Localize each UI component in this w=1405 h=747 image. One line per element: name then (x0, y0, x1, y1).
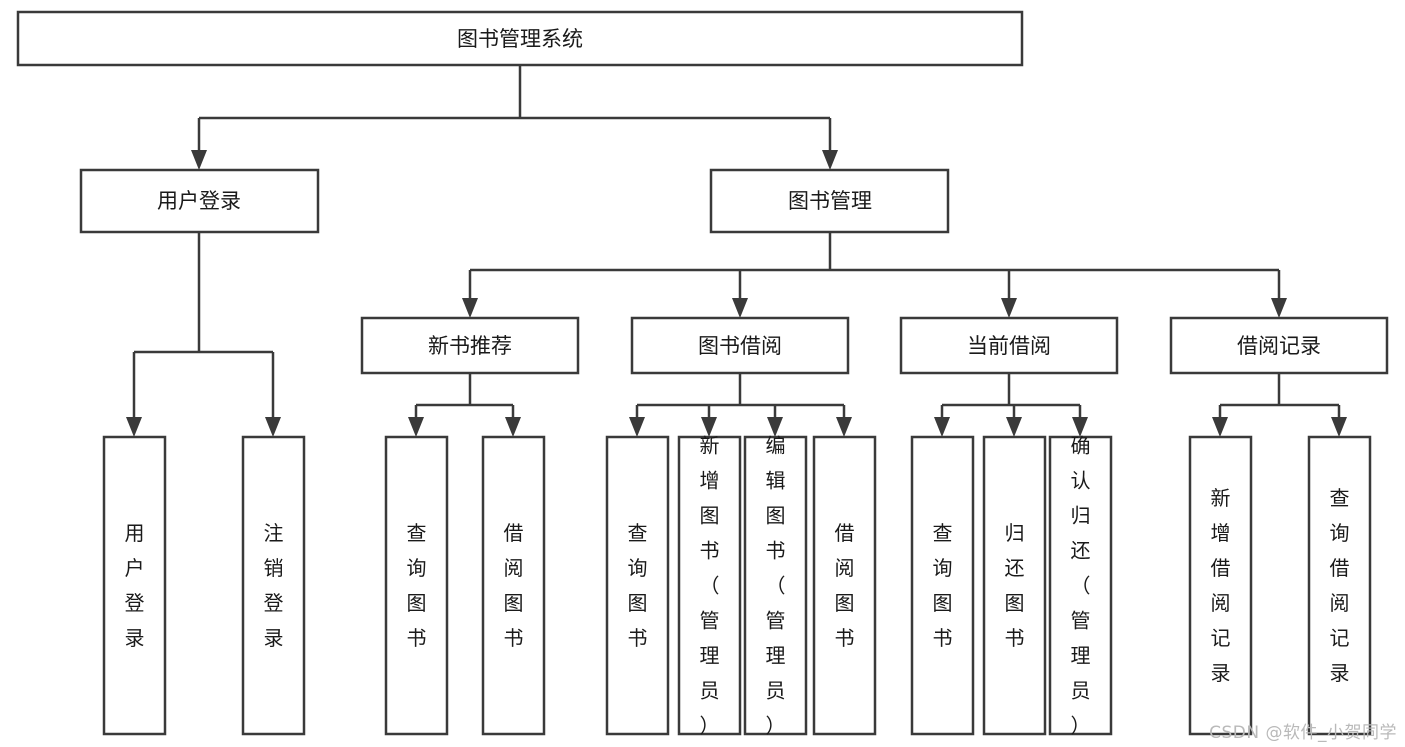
node-leaf-query-book-2-label: 查询图书 (628, 521, 648, 650)
arrow-head-leaf-logout-login (265, 417, 281, 437)
node-book-borrow-box[interactable] (630, 316, 850, 375)
node-book-manage-label: 图书管理 (788, 189, 872, 213)
node-leaf-borrow-book-2-label: 借阅图书 (835, 521, 855, 650)
node-leaf-edit-book-label: 编辑图书（管理员） (766, 434, 786, 738)
node-leaf-return-book-label: 归还图书 (1005, 521, 1025, 650)
node-leaf-add-borrow-record[interactable]: 新增借阅记录 (1188, 435, 1253, 736)
node-leaf-edit-book-box[interactable] (743, 435, 808, 736)
node-leaf-query-book-1-label: 查询图书 (407, 521, 427, 650)
arrow-head-user-login (191, 150, 207, 170)
connector-layer (126, 65, 1347, 437)
node-leaf-query-book-1[interactable]: 查询图书 (384, 435, 449, 736)
node-leaf-borrow-book-1[interactable]: 借阅图书 (481, 435, 546, 736)
node-new-book-recommend[interactable]: 新书推荐 (360, 316, 580, 375)
node-leaf-add-book-label: 新增图书（管理员） (700, 434, 720, 738)
arrow-head-leaf-return-book (1006, 417, 1022, 437)
node-leaf-confirm-return-box[interactable] (1048, 435, 1113, 736)
node-book-manage-box[interactable] (709, 168, 950, 234)
node-leaf-add-borrow-record-box[interactable] (1188, 435, 1253, 736)
arrow-head-leaf-add-book (701, 417, 717, 437)
node-root-label: 图书管理系统 (457, 27, 583, 51)
node-current-borrow-label: 当前借阅 (967, 334, 1051, 358)
arrow-head-book-borrow (732, 298, 748, 318)
node-user-login-label: 用户登录 (157, 189, 241, 213)
arrow-head-leaf-user-login (126, 417, 142, 437)
node-leaf-user-login[interactable]: 用户登录 (102, 435, 167, 736)
node-borrow-record-box[interactable] (1169, 316, 1389, 375)
node-leaf-borrow-book-1-label: 借阅图书 (504, 521, 524, 650)
arrow-head-leaf-confirm-return (1072, 417, 1088, 437)
node-leaf-query-book-3[interactable]: 查询图书 (910, 435, 975, 736)
node-leaf-query-book-2-box[interactable] (605, 435, 670, 736)
node-current-borrow[interactable]: 当前借阅 (899, 316, 1119, 375)
node-leaf-confirm-return-label: 确认归还（管理员） (1071, 434, 1091, 738)
arrow-head-leaf-query-book-3 (934, 417, 950, 437)
node-leaf-add-borrow-record-label: 新增借阅记录 (1211, 486, 1231, 685)
node-leaf-add-book[interactable]: 新增图书（管理员） (677, 434, 742, 738)
node-borrow-record-label: 借阅记录 (1237, 334, 1321, 358)
node-leaf-logout-login-box[interactable] (241, 435, 306, 736)
node-leaf-user-login-box[interactable] (102, 435, 167, 736)
node-leaf-query-book-2[interactable]: 查询图书 (605, 435, 670, 736)
node-leaf-borrow-book-2-box[interactable] (812, 435, 877, 736)
node-book-manage[interactable]: 图书管理 (709, 168, 950, 234)
node-user-login[interactable]: 用户登录 (79, 168, 320, 234)
node-leaf-query-book-1-box[interactable] (384, 435, 449, 736)
node-new-book-recommend-box[interactable] (360, 316, 580, 375)
node-root[interactable]: 图书管理系统 (16, 10, 1024, 67)
arrow-head-leaf-query-borrow-record (1331, 417, 1347, 437)
node-leaf-query-borrow-record-box[interactable] (1307, 435, 1372, 736)
node-leaf-return-book-box[interactable] (982, 435, 1047, 736)
arrow-head-leaf-query-book-1 (408, 417, 424, 437)
node-current-borrow-box[interactable] (899, 316, 1119, 375)
node-borrow-record[interactable]: 借阅记录 (1169, 316, 1389, 375)
arrow-head-new-book-recommend (462, 298, 478, 318)
node-leaf-logout-login[interactable]: 注销登录 (241, 435, 306, 736)
arrow-head-current-borrow (1001, 298, 1017, 318)
node-leaf-logout-login-label: 注销登录 (264, 521, 284, 650)
node-leaf-user-login-label: 用户登录 (125, 521, 145, 650)
node-new-book-recommend-label: 新书推荐 (428, 334, 512, 358)
node-leaf-borrow-book-1-box[interactable] (481, 435, 546, 736)
arrow-head-leaf-query-book-2 (629, 417, 645, 437)
arrow-head-leaf-edit-book (767, 417, 783, 437)
arrow-head-leaf-add-borrow-record (1212, 417, 1228, 437)
arrow-head-leaf-borrow-book-2 (836, 417, 852, 437)
node-leaf-add-book-box[interactable] (677, 435, 742, 736)
node-root-box[interactable] (16, 10, 1024, 67)
node-leaf-return-book[interactable]: 归还图书 (982, 435, 1047, 736)
node-leaf-query-borrow-record[interactable]: 查询借阅记录 (1307, 435, 1372, 736)
node-user-login-box[interactable] (79, 168, 320, 234)
node-leaf-confirm-return[interactable]: 确认归还（管理员） (1048, 434, 1113, 738)
node-leaf-query-book-3-label: 查询图书 (933, 521, 953, 650)
arrow-head-borrow-record (1271, 298, 1287, 318)
arrow-head-book-manage (822, 150, 838, 170)
node-leaf-query-borrow-record-label: 查询借阅记录 (1330, 486, 1350, 685)
arrow-head-leaf-borrow-book-1 (505, 417, 521, 437)
node-leaf-query-book-3-box[interactable] (910, 435, 975, 736)
csdn-watermark: CSDN @软件_小贺同学 (1209, 723, 1397, 743)
node-leaf-edit-book[interactable]: 编辑图书（管理员） (743, 434, 808, 738)
node-book-borrow[interactable]: 图书借阅 (630, 316, 850, 375)
node-book-borrow-label: 图书借阅 (698, 334, 782, 358)
node-leaf-borrow-book-2[interactable]: 借阅图书 (812, 435, 877, 736)
leaf-node-layer: 用户登录 注销登录 查询图书 借阅图书 查询图书 新增图书（管理员） 编辑图书（管理员） 借阅… (102, 434, 1372, 738)
